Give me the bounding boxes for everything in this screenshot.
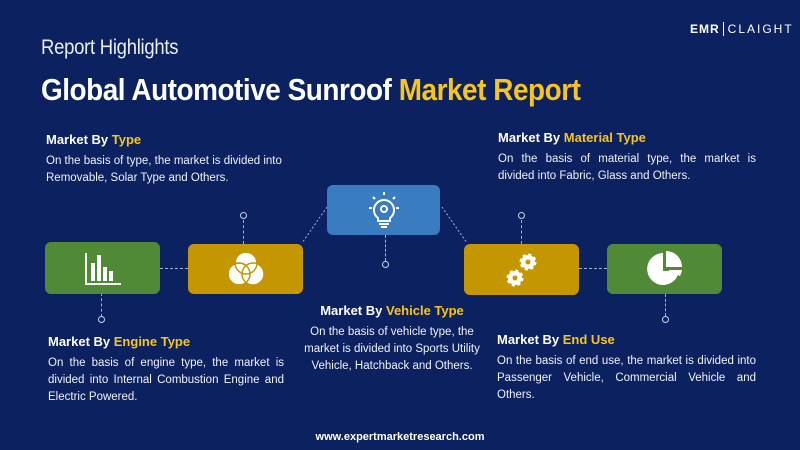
bar-chart-icon [84, 253, 121, 285]
section-text: On the basis of type, the market is divi… [46, 155, 282, 184]
heading-highlight: Type [111, 132, 142, 147]
page-subtitle: Report Highlights [41, 36, 179, 59]
material-card [464, 244, 579, 295]
connector [579, 268, 607, 269]
connector [385, 235, 386, 261]
pie-chart-icon [646, 251, 682, 285]
connector-dot [518, 212, 525, 219]
section-type: Market By Type On the basis of type, the… [46, 132, 286, 187]
heading-prefix: Market By [320, 303, 383, 318]
connector-diagonal [301, 206, 328, 244]
title-main: Global Automotive Sunroof [41, 72, 392, 107]
section-text: On the basis of engine type, the market … [48, 357, 284, 403]
vehicle-card [327, 185, 440, 235]
logo-right: CLAIGHT [722, 22, 794, 36]
connector-dot [662, 316, 669, 323]
connector-dot [98, 316, 105, 323]
connector [243, 220, 244, 244]
logo-left: EMR [690, 22, 720, 36]
heading-prefix: Market By [498, 130, 561, 145]
connector [101, 293, 102, 317]
connector [160, 268, 188, 269]
section-text: On the basis of material type, the marke… [498, 153, 756, 182]
lightbulb-gear-icon [368, 192, 399, 228]
page-title: Global Automotive Sunroof Market Report [41, 72, 581, 108]
connector-dot [240, 212, 247, 219]
heading-highlight: End Use [562, 332, 615, 347]
heading-highlight: Vehicle Type [385, 303, 464, 318]
title-highlight: Market Report [398, 72, 581, 107]
section-engine: Market By Engine Type On the basis of en… [48, 334, 284, 406]
connector-dot [382, 261, 389, 268]
connector [521, 220, 522, 244]
section-vehicle: Market By Vehicle Type On the basis of v… [302, 303, 482, 375]
heading-prefix: Market By [497, 332, 560, 347]
engine-card [188, 244, 303, 294]
gears-icon [506, 253, 536, 286]
heading-prefix: Market By [46, 132, 109, 147]
section-text: On the basis of vehicle type, the market… [304, 326, 480, 372]
footer-url[interactable]: www.expertmarketresearch.com [315, 431, 485, 443]
connector [665, 294, 666, 316]
connector-diagonal [441, 206, 468, 244]
section-enduse: Market By End Use On the basis of end us… [497, 332, 756, 404]
heading-highlight: Material Type [563, 130, 646, 145]
section-text: On the basis of end use, the market is d… [497, 355, 756, 401]
venn-diagram-icon [226, 251, 265, 286]
heading-highlight: Engine Type [113, 334, 191, 349]
enduse-card [607, 244, 722, 294]
section-material: Market By Material Type On the basis of … [498, 130, 756, 185]
type-card [45, 242, 160, 294]
heading-prefix: Market By [48, 334, 111, 349]
